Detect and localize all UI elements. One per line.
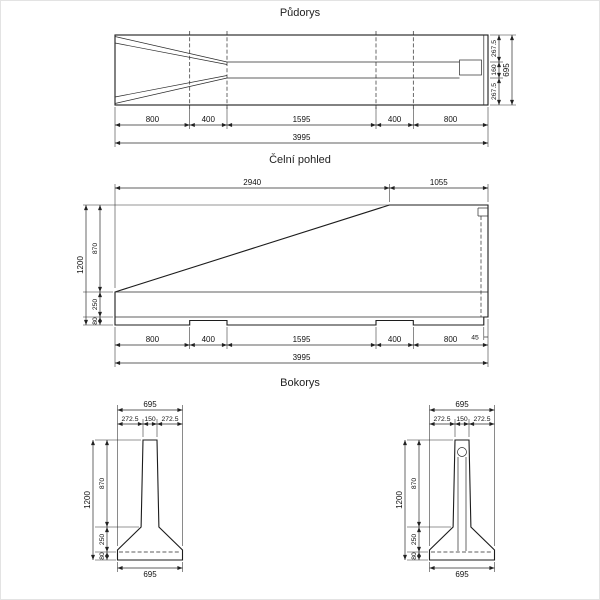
- side-right-dim-left-2: 80: [411, 552, 418, 560]
- front-dim-top: 2940 1055: [114, 178, 489, 288]
- front-dim-seg-3: 400: [388, 335, 402, 344]
- front-outline: [114, 204, 489, 326]
- plan-dim-right: 267.5 160 267.5 695: [490, 34, 516, 106]
- plan-geometry: [114, 31, 489, 109]
- front-dim-seg-1: 400: [202, 335, 216, 344]
- plan-dim-right-seg-2: 267.5: [491, 83, 498, 100]
- front-dim-left-total: 1200: [76, 256, 85, 274]
- side-left-dim-bottom: 695: [117, 562, 183, 579]
- front-dim-seg-4: 800: [444, 335, 458, 344]
- front-view-title: Čelní pohled: [269, 153, 331, 166]
- side-view-title: Bokorys: [280, 377, 320, 389]
- plan-view: 800 400 1595 400 800 3995 267.5 160 267.…: [114, 31, 516, 147]
- side-right-dim-left-total: 1200: [395, 491, 404, 509]
- side-left-dim-left-2: 80: [99, 552, 106, 560]
- front-dim-left: 870 250 80 1200: [76, 204, 389, 326]
- plan-dim-seg-2: 1595: [293, 115, 311, 124]
- plan-lifting-slot: [459, 59, 482, 76]
- side-left-dim-left-total: 1200: [83, 491, 92, 509]
- side-left-dim-top: 695 272.5 150 272.5: [117, 400, 183, 546]
- side-right-dim-top-2: 272.5: [473, 416, 490, 423]
- front-view: 2940 1055 870 250 80 1200: [76, 178, 489, 367]
- front-dim-step: 45: [471, 335, 479, 342]
- side-right-dim-left-1: 250: [411, 534, 418, 546]
- front-dim-seg-2: 1595: [293, 335, 311, 344]
- front-dim-bottom-total: 3995: [293, 353, 311, 362]
- side-right-dim-top-total: 695: [455, 400, 469, 409]
- front-dim-left-2: 80: [92, 317, 99, 325]
- front-dim-left-1: 250: [92, 299, 99, 311]
- plan-dim-seg-4: 800: [444, 115, 458, 124]
- front-dim-top-0: 2940: [243, 178, 261, 187]
- front-dim-top-1: 1055: [430, 178, 448, 187]
- side-right-dim-top-0: 272.5: [433, 416, 450, 423]
- plan-dim-total: 3995: [293, 133, 311, 142]
- side-left-geometry: [116, 439, 184, 561]
- plan-dim-bottom: 800 400 1595 400 800 3995: [114, 107, 489, 147]
- side-left-dim-left-1: 250: [99, 534, 106, 546]
- side-right-dim-bottom-total: 695: [455, 570, 469, 579]
- lifting-hole: [457, 447, 467, 457]
- side-left-dim-top-total: 695: [143, 400, 157, 409]
- side-right-dim-bottom: 695: [429, 562, 495, 579]
- front-dim-seg-0: 800: [146, 335, 160, 344]
- plan-dim-seg-0: 800: [146, 115, 160, 124]
- plan-dim-right-seg-0: 267.5: [491, 40, 498, 57]
- side-right-dim-top: 695 272.5 150 272.5: [429, 400, 495, 546]
- side-left-dim-left: 870 250 80 1200: [83, 439, 141, 561]
- side-view-right: 695 272.5 150 272.5 870 250 80 1200: [395, 400, 496, 579]
- side-left-dim-top-0: 272.5: [121, 416, 138, 423]
- front-dim-left-0: 870: [92, 243, 99, 255]
- side-left-dim-top-2: 272.5: [161, 416, 178, 423]
- side-right-outline: [428, 439, 496, 561]
- plan-dim-seg-3: 400: [388, 115, 402, 124]
- front-geometry: [114, 204, 489, 326]
- side-left-dim-top-1: 150: [144, 416, 156, 423]
- side-right-dim-top-1: 150: [456, 416, 468, 423]
- plan-dim-right-total: 695: [502, 63, 511, 77]
- side-right-dim-left-0: 870: [411, 478, 418, 490]
- plan-view-title: Půdorys: [280, 7, 321, 19]
- side-right-geometry: [428, 439, 496, 561]
- side-right-dim-left: 870 250 80 1200: [395, 439, 453, 561]
- side-left-dim-bottom-total: 695: [143, 570, 157, 579]
- side-left-outline: [116, 439, 184, 561]
- side-left-dim-left-0: 870: [99, 478, 106, 490]
- plan-dim-right-seg-1: 160: [491, 64, 498, 76]
- front-dim-bottom: 800 400 1595 400 800 3995 45: [114, 319, 489, 367]
- plan-outline: [114, 34, 489, 106]
- side-view-left: 695 272.5 150 272.5 870 250 80 1200: [83, 400, 184, 579]
- plan-dim-seg-1: 400: [202, 115, 216, 124]
